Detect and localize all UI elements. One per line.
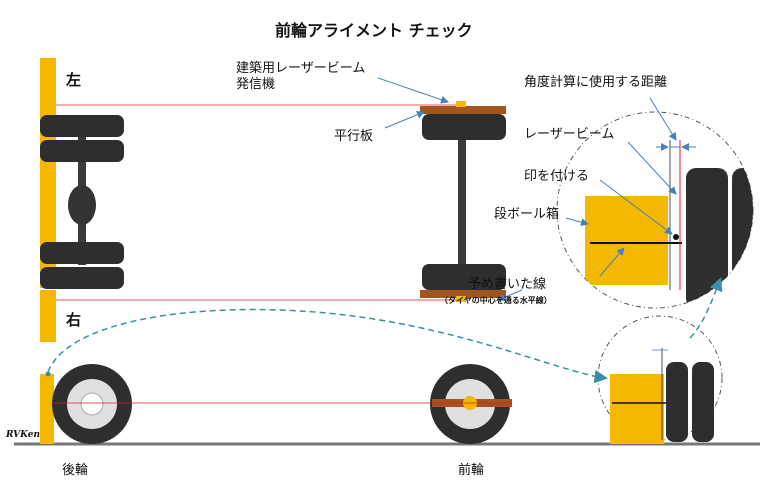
front-wheel-label: 前輪 [458, 463, 485, 478]
dashed-arrow-right [689, 277, 723, 339]
cardboard-box-label: 段ボール箱 [494, 207, 560, 222]
laser-emitter-icon [456, 101, 466, 107]
rear-wheel-icon [52, 364, 132, 444]
right-board [40, 290, 56, 342]
left-label: 左 [66, 71, 82, 89]
front-wheel-icon [430, 364, 512, 444]
front-axle [420, 101, 506, 302]
prewritten-line-note: （タイヤの中心を通る水平線） [440, 296, 552, 305]
laser-beam-label: レーザービーム [524, 127, 615, 142]
mark-label: 印を付ける [524, 169, 590, 184]
laser-emitter-label-1: 建築用レーザービーム [236, 61, 366, 76]
rear-wheel-label: 後輪 [62, 463, 89, 478]
rear-axle [40, 115, 124, 289]
dashed-arrow-left [47, 308, 608, 384]
parallel-plate-label: 平行板 [334, 129, 374, 144]
laser-emitter-label-2: 発信機 [236, 77, 276, 92]
right-label: 右 [66, 311, 82, 329]
signature: RVKen [6, 430, 41, 440]
prewritten-line-label: 予め書いた線 [468, 277, 547, 292]
angle-distance-label: 角度計算に使用する距離 [524, 75, 668, 90]
page-title: 前輪アライメント チェック [275, 21, 473, 40]
